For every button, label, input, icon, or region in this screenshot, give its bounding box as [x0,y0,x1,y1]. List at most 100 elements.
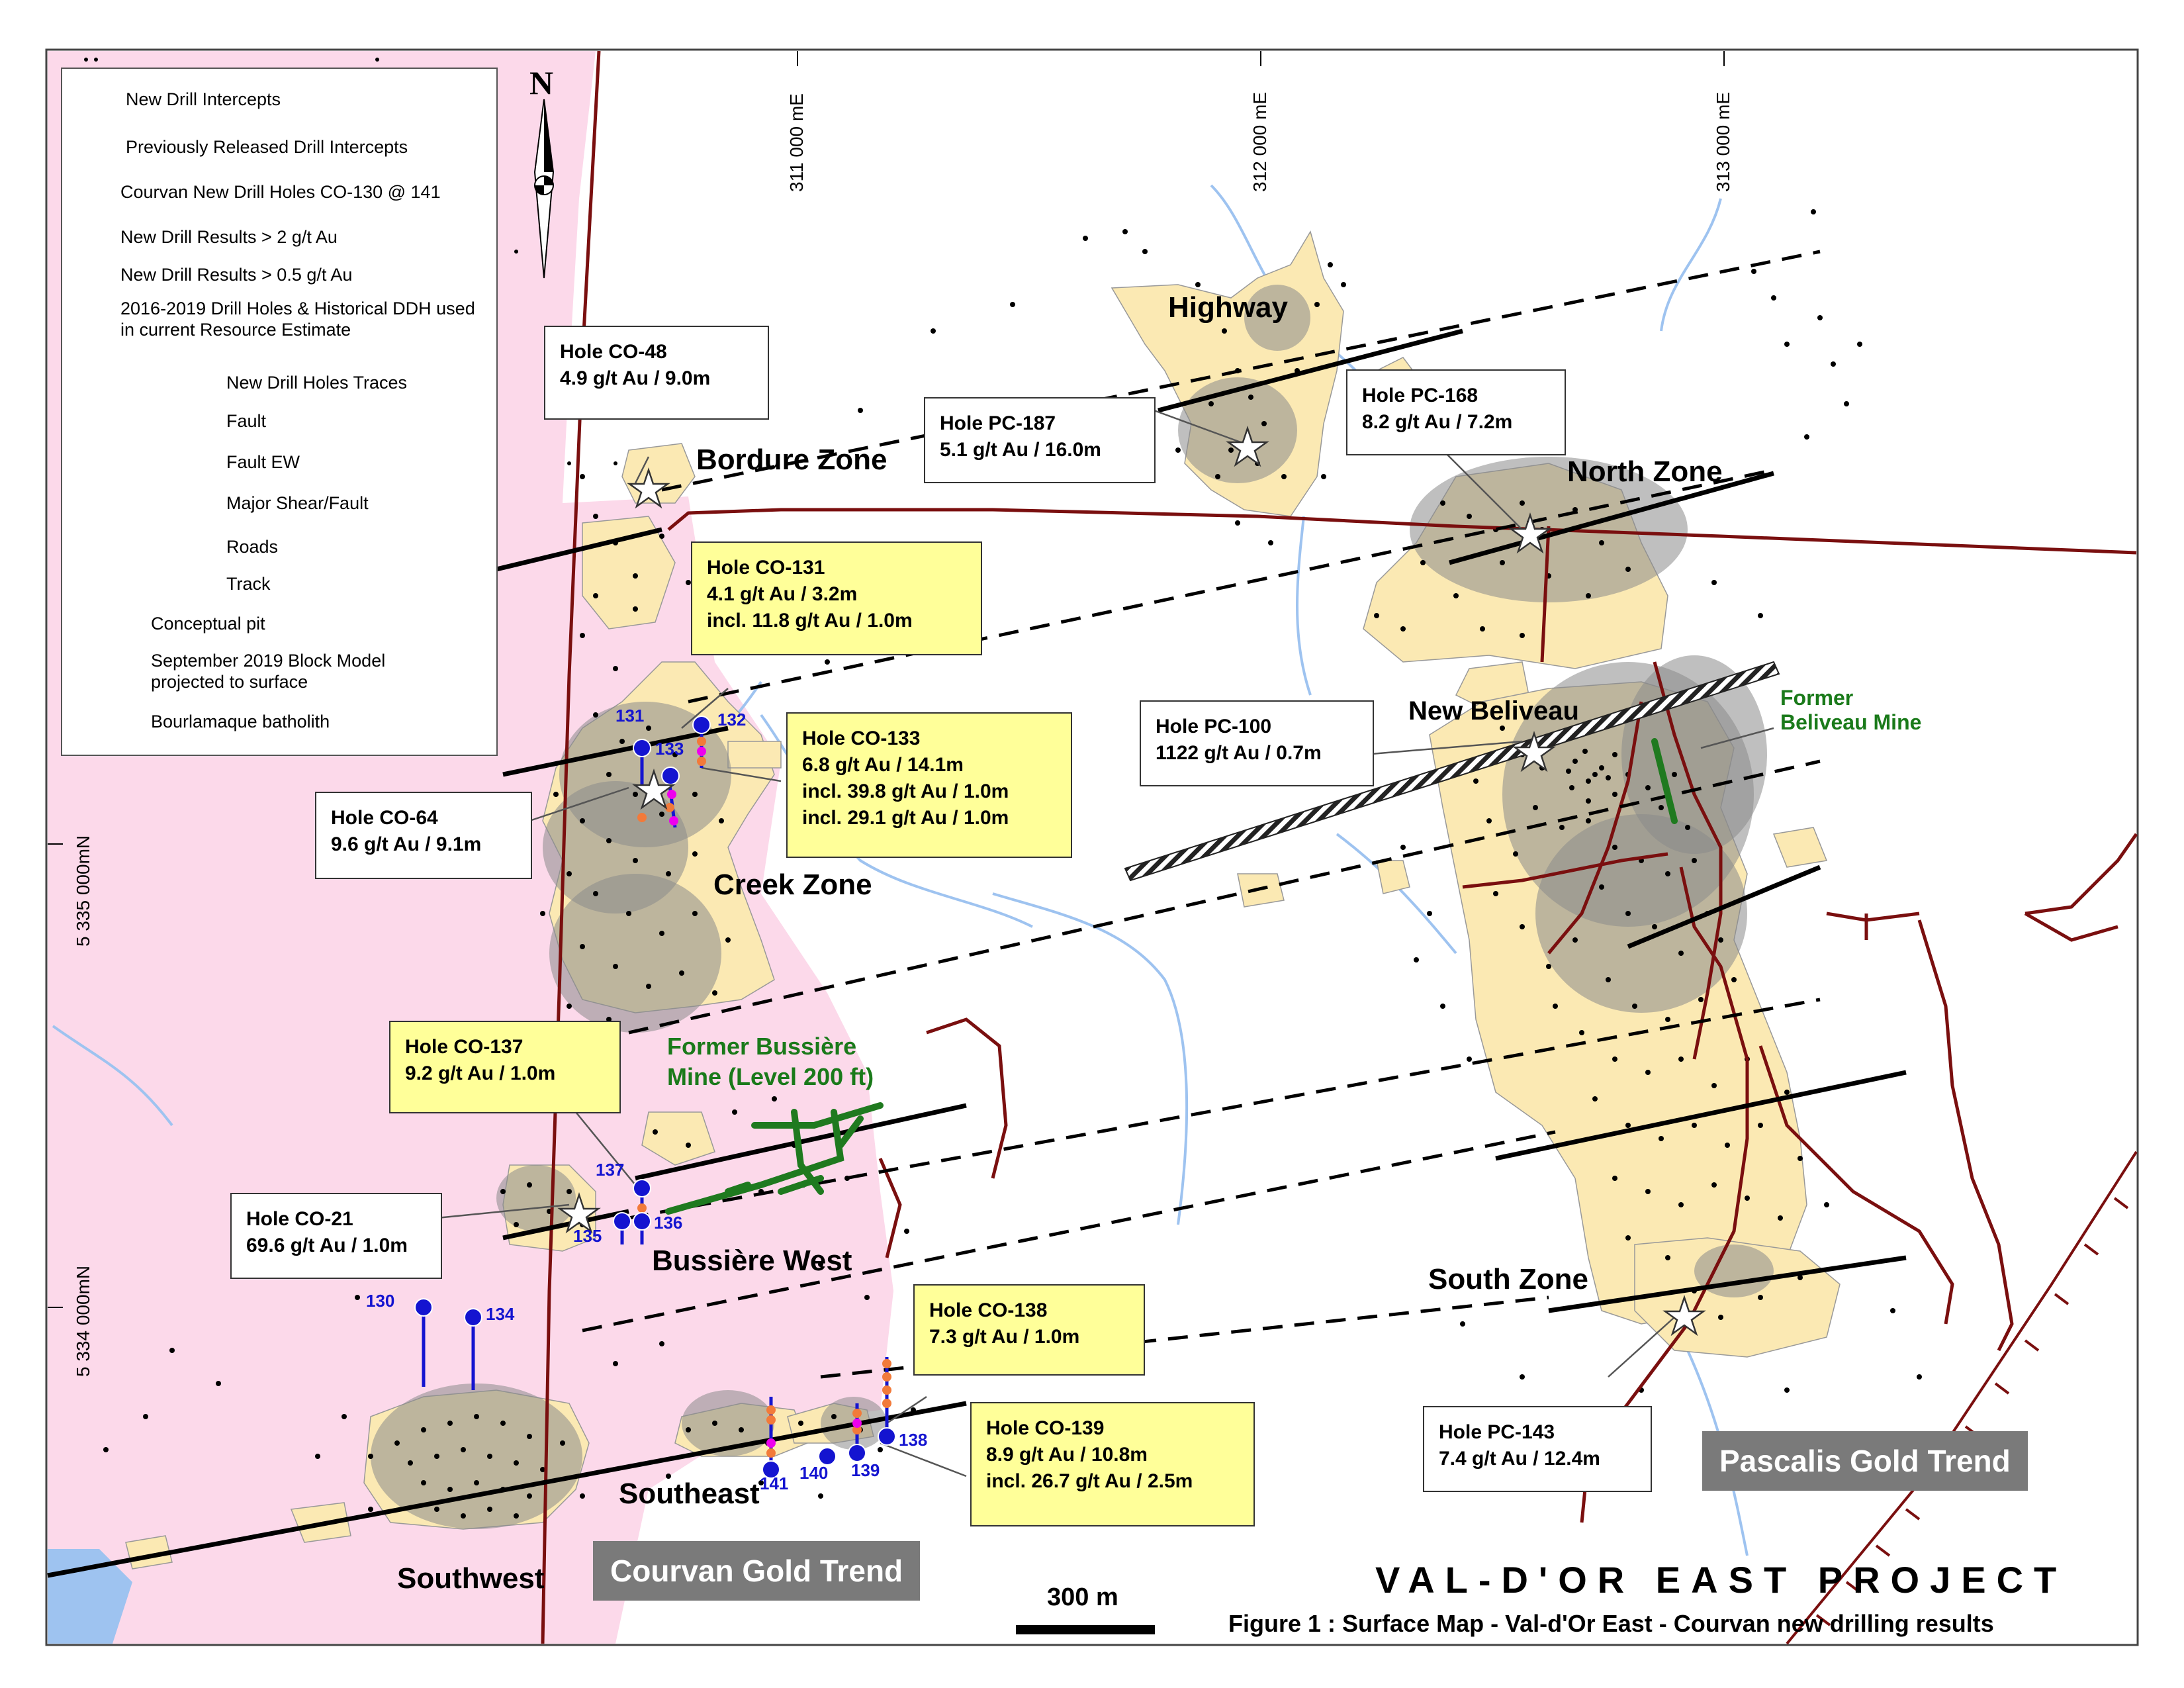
callout-title: Hole CO-139 [986,1417,1105,1439]
railway-track [1786,1150,2138,1645]
major-shear [1124,661,1780,882]
hole-label-140: 140 [799,1463,829,1483]
callout-hole-co-64: Hole CO-64 9.6 g/t Au / 9.1m [315,792,532,879]
callout-line: incl. 29.1 g/t Au / 1.0m [802,807,1009,829]
scale-bar [1016,1625,1155,1634]
hole-label-141: 141 [760,1474,789,1493]
callout-title: Hole CO-48 [560,341,667,363]
northing-5334000: 5 334 000mN [73,1265,93,1377]
figure-caption: Figure 1 : Surface Map - Val-d'Or East -… [1228,1610,1994,1637]
callout-line: 9.6 g/t Au / 9.1m [331,833,482,855]
hole-label-131: 131 [615,706,645,726]
previous-intercept-stars [557,426,1706,1336]
mine-label-line: Former [1780,686,1854,710]
callout-line: 5.1 g/t Au / 16.0m [940,439,1101,461]
callout-line: incl. 11.8 g/t Au / 1.0m [707,610,913,632]
callout-line: 7.4 g/t Au / 12.4m [1439,1448,1600,1470]
hole-label-139: 139 [851,1460,880,1480]
coord-ticks [48,51,1725,1308]
results-orange [637,737,891,1458]
mine-label-line: Beliveau Mine [1780,710,1922,734]
callout-hole-co-131: Hole CO-131 4.1 g/t Au / 3.2m incl. 11.8… [691,541,982,655]
callout-title: Hole CO-131 [707,557,825,579]
mine-label-line: Former Bussière [667,1033,857,1060]
mine-label-bussiere: Former Bussière Mine (Level 200 ft) [667,1031,874,1092]
callout-title: Hole PC-100 [1156,716,1272,737]
callout-line: 8.9 g/t Au / 10.8m [986,1444,1148,1466]
northing-5335000: 5 335 000mN [73,835,93,947]
star-south [1662,1295,1706,1336]
trend-label-courvan: Courvan Gold Trend [593,1541,921,1601]
zone-label-southwest: Southwest [397,1562,545,1595]
callout-title: Hole PC-143 [1439,1421,1555,1443]
hole-label-130: 130 [366,1291,395,1311]
trend-label-pascalis: Pascalis Gold Trend [1702,1431,2028,1491]
callout-leaders [436,406,1774,1477]
callout-hole-co-139: Hole CO-139 8.9 g/t Au / 10.8m incl. 26.… [970,1402,1255,1526]
star-highway [1226,426,1269,467]
zone-label-new-beliveau: New Beliveau [1408,696,1579,726]
callout-hole-co-137: Hole CO-137 9.2 g/t Au / 1.0m [389,1021,621,1113]
zone-label-creek: Creek Zone [713,868,872,901]
results-magenta [667,747,862,1448]
callout-line: 4.1 g/t Au / 3.2m [707,583,858,605]
callout-line: incl. 39.8 g/t Au / 1.0m [802,780,1009,802]
callout-hole-co-48: Hole CO-48 4.9 g/t Au / 9.0m [544,326,769,420]
north-arrow [533,99,555,279]
star-new-beliveau [1512,731,1556,773]
zone-label-north: North Zone [1567,455,1723,488]
hole-label-134: 134 [486,1304,515,1324]
callout-title: Hole CO-21 [246,1208,353,1230]
zone-label-bordure: Bordure Zone [696,444,887,476]
star-creek [632,769,676,810]
zone-label-southeast: Southeast [619,1477,760,1510]
hole-label-137: 137 [596,1160,625,1180]
callout-hole-pc-100: Hole PC-100 1122 g/t Au / 0.7m [1140,700,1374,786]
zone-label-highway: Highway [1168,291,1288,324]
historical-drill-holes [84,58,1922,1519]
faults-dashed [582,250,1821,1379]
callout-line: 69.6 g/t Au / 1.0m [246,1235,408,1256]
hole-label-136: 136 [654,1213,683,1233]
callout-hole-co-133: Hole CO-133 6.8 g/t Au / 14.1m incl. 39.… [786,712,1072,858]
callout-line: 8.2 g/t Au / 7.2m [1362,411,1513,433]
project-title: VAL-D'OR EAST PROJECT [1375,1559,2068,1601]
callout-hole-pc-143: Hole PC-143 7.4 g/t Au / 12.4m [1423,1406,1652,1492]
hole-label-133: 133 [655,739,684,759]
mine-label-line: Mine (Level 200 ft) [667,1063,874,1090]
hole-label-138: 138 [899,1430,928,1450]
callout-title: Hole CO-64 [331,807,438,829]
star-bussiere-west [557,1192,601,1234]
callout-hole-co-138: Hole CO-138 7.3 g/t Au / 1.0m [913,1284,1145,1376]
callout-title: Hole CO-137 [405,1036,523,1058]
north-label: N [529,64,554,101]
zone-label-south: South Zone [1428,1263,1588,1295]
callout-line: 6.8 g/t Au / 14.1m [802,754,964,776]
legend: New Drill Intercepts Previously Released… [61,68,498,756]
easting-311000: 311 000 mE [786,93,807,192]
callout-title: Hole CO-138 [929,1299,1048,1321]
callout-line: incl. 26.7 g/t Au / 2.5m [986,1470,1193,1492]
scale-label: 300 m [1047,1583,1118,1611]
former-mine-workings [665,738,1678,1215]
easting-313000: 313 000 mE [1713,92,1733,192]
callout-line: 7.3 g/t Au / 1.0m [929,1326,1080,1348]
hole-label-135: 135 [573,1226,602,1246]
callout-line: 4.9 g/t Au / 9.0m [560,367,711,389]
star-bordure [627,467,670,509]
easting-312000: 312 000 mE [1250,92,1270,192]
callout-title: Hole PC-168 [1362,385,1479,406]
callout-line: 9.2 g/t Au / 1.0m [405,1062,556,1084]
callout-title: Hole PC-187 [940,412,1056,434]
zone-label-bussiere-west: Bussière West [652,1244,852,1277]
hole-label-132: 132 [717,710,747,729]
faults-ew [47,328,1907,1578]
callout-hole-pc-187: Hole PC-187 5.1 g/t Au / 16.0m [924,397,1156,483]
callout-hole-pc-168: Hole PC-168 8.2 g/t Au / 7.2m [1346,369,1566,455]
callout-line: 1122 g/t Au / 0.7m [1156,742,1322,764]
new-drill-collars [414,716,896,1479]
mine-label-beliveau: Former Beliveau Mine [1780,686,1921,735]
star-north [1508,512,1552,554]
callout-hole-co-21: Hole CO-21 69.6 g/t Au / 1.0m [230,1193,442,1279]
callout-title: Hole CO-133 [802,727,921,749]
